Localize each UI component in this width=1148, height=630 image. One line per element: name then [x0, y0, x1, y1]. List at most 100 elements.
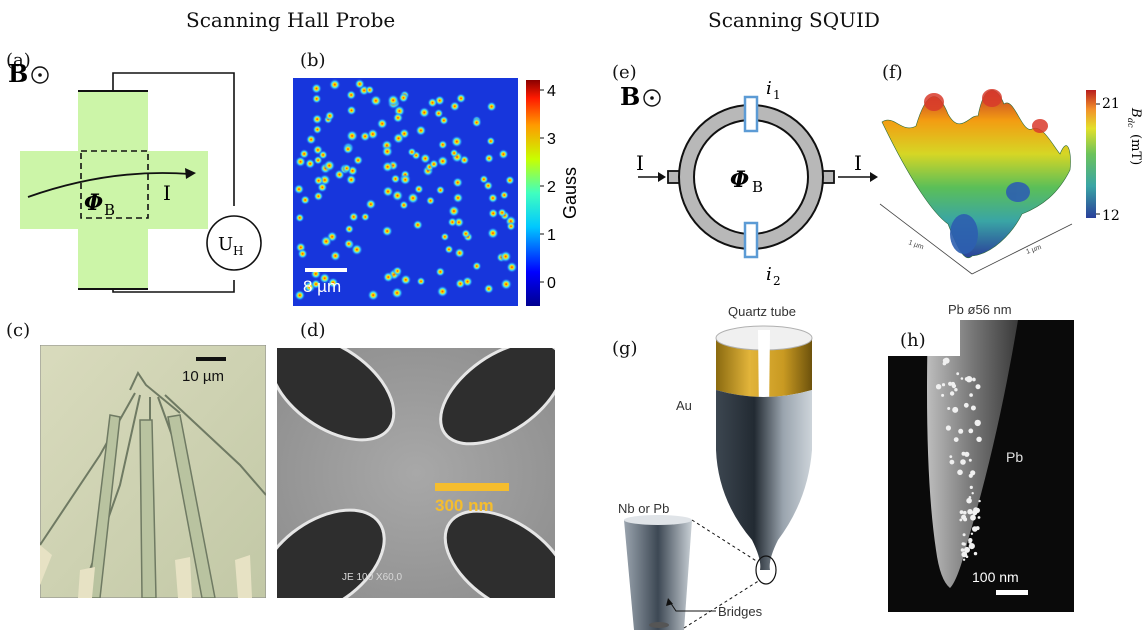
- vortex: [312, 124, 323, 135]
- vortex: [416, 276, 426, 286]
- vortex: [449, 148, 459, 158]
- pb-grain: [962, 533, 966, 537]
- vortex: [499, 190, 509, 200]
- vortex: [365, 198, 377, 210]
- vortex: [381, 161, 394, 173]
- junction-bottom-subscript: 2: [773, 274, 781, 288]
- instrument-text-d: JE 100 X60,0: [342, 572, 402, 583]
- vortex: [346, 90, 357, 100]
- vortex: [311, 279, 321, 289]
- colorbar-b-tick: 4: [547, 83, 556, 100]
- pb-grain: [954, 388, 958, 392]
- pb-grain: [970, 514, 976, 521]
- pb-grain: [968, 543, 975, 550]
- vortex: [483, 283, 494, 294]
- vortex-dots: [293, 78, 518, 301]
- vortex: [311, 83, 322, 94]
- vortex: [382, 185, 394, 198]
- vortex: [400, 174, 411, 185]
- pb-grain: [968, 458, 972, 462]
- field-symbol-a: B: [8, 60, 28, 88]
- vortex: [454, 247, 465, 259]
- squid-on-tip-rendering: Quartz tube Au Nb or Pb Bridges: [618, 304, 813, 630]
- colorbar-f: [1086, 90, 1096, 218]
- vortex: [455, 278, 466, 289]
- vortex: [452, 177, 463, 188]
- vortex: [381, 145, 393, 158]
- colorbar-f-tick-12: 12: [1102, 208, 1120, 224]
- vortex: [438, 139, 448, 150]
- vortex: [391, 189, 404, 202]
- bridges-label: Bridges: [718, 604, 763, 619]
- pb-grain: [961, 551, 968, 558]
- pb-grain: [972, 526, 978, 532]
- vortex: [487, 193, 498, 204]
- pb-grain: [975, 384, 981, 390]
- vortex: [370, 94, 382, 107]
- vortex: [479, 174, 489, 184]
- panel-label-h: (h): [900, 330, 926, 351]
- current-in-label: I: [636, 151, 644, 175]
- vortex: [311, 94, 322, 104]
- panel-label-b: (b): [300, 50, 326, 71]
- vortex: [498, 149, 509, 160]
- vortex: [346, 105, 357, 116]
- pb-tip-shape: [927, 320, 1018, 588]
- vortex: [390, 174, 401, 184]
- vortex: [499, 250, 512, 263]
- voltmeter-label: U: [218, 234, 233, 255]
- vortex: [313, 175, 324, 186]
- pb-grain: [972, 510, 978, 516]
- svg-text:dc: dc: [1126, 118, 1135, 128]
- vortex: [293, 184, 305, 195]
- quartz-tube-body: [716, 390, 812, 570]
- svg-text:(mT): (mT): [1128, 134, 1143, 165]
- pb-grain: [970, 532, 974, 535]
- vortex: [488, 208, 499, 219]
- vortex: [313, 191, 324, 202]
- current-label-a: I: [163, 181, 171, 205]
- vortex: [354, 78, 365, 90]
- axis-x-label-f: 1 µm: [907, 239, 924, 251]
- vortex: [439, 115, 449, 126]
- voltage-lead-bottom: [112, 280, 235, 293]
- vortex: [295, 213, 305, 223]
- pb-grain: [947, 407, 951, 410]
- pb-grain: [957, 469, 963, 476]
- vortex: [348, 211, 359, 222]
- vortex: [329, 78, 341, 91]
- squid-field-surface-3d: 1 µm 1 µm 21 12 B dc (mT): [879, 89, 1143, 275]
- vortex: [449, 101, 460, 112]
- current-path: [27, 172, 191, 198]
- colorbar-f-tick-21: 21: [1102, 96, 1120, 112]
- vortex: [487, 227, 499, 239]
- vortex: [399, 200, 409, 210]
- pb-grain: [959, 518, 963, 522]
- pb-grain: [964, 451, 970, 457]
- vortex: [447, 217, 458, 228]
- vortex: [433, 108, 444, 119]
- vortex: [305, 134, 317, 145]
- vortex: [436, 285, 449, 298]
- pb-grain: [968, 473, 973, 478]
- scale-bar-label-b: 8 µm: [303, 277, 341, 296]
- vortex: [342, 163, 352, 173]
- field-out-of-page-icon: [31, 66, 49, 84]
- flux-subscript-a: B: [104, 201, 115, 219]
- current-out-arrow-icon: [870, 172, 878, 182]
- vortex: [429, 159, 439, 169]
- flux-subscript-e: B: [752, 178, 763, 196]
- heading-hall-probe: Scanning Hall Probe: [186, 8, 396, 32]
- pb-grain: [978, 499, 981, 503]
- panel-label-a: (a): [6, 50, 31, 71]
- vortex: [346, 130, 358, 142]
- vortex: [435, 185, 445, 195]
- vortex: [400, 274, 412, 286]
- junction-top: [743, 95, 759, 133]
- squid-ring-schematic: B I I Φ B i 1 i 2: [620, 80, 878, 288]
- pb-grain: [977, 516, 981, 519]
- panel-label-e: (e): [612, 62, 637, 83]
- vortex: [506, 221, 516, 231]
- colorbar-f-label: B dc (mT): [1126, 107, 1143, 165]
- voltage-lead-top: [112, 72, 235, 206]
